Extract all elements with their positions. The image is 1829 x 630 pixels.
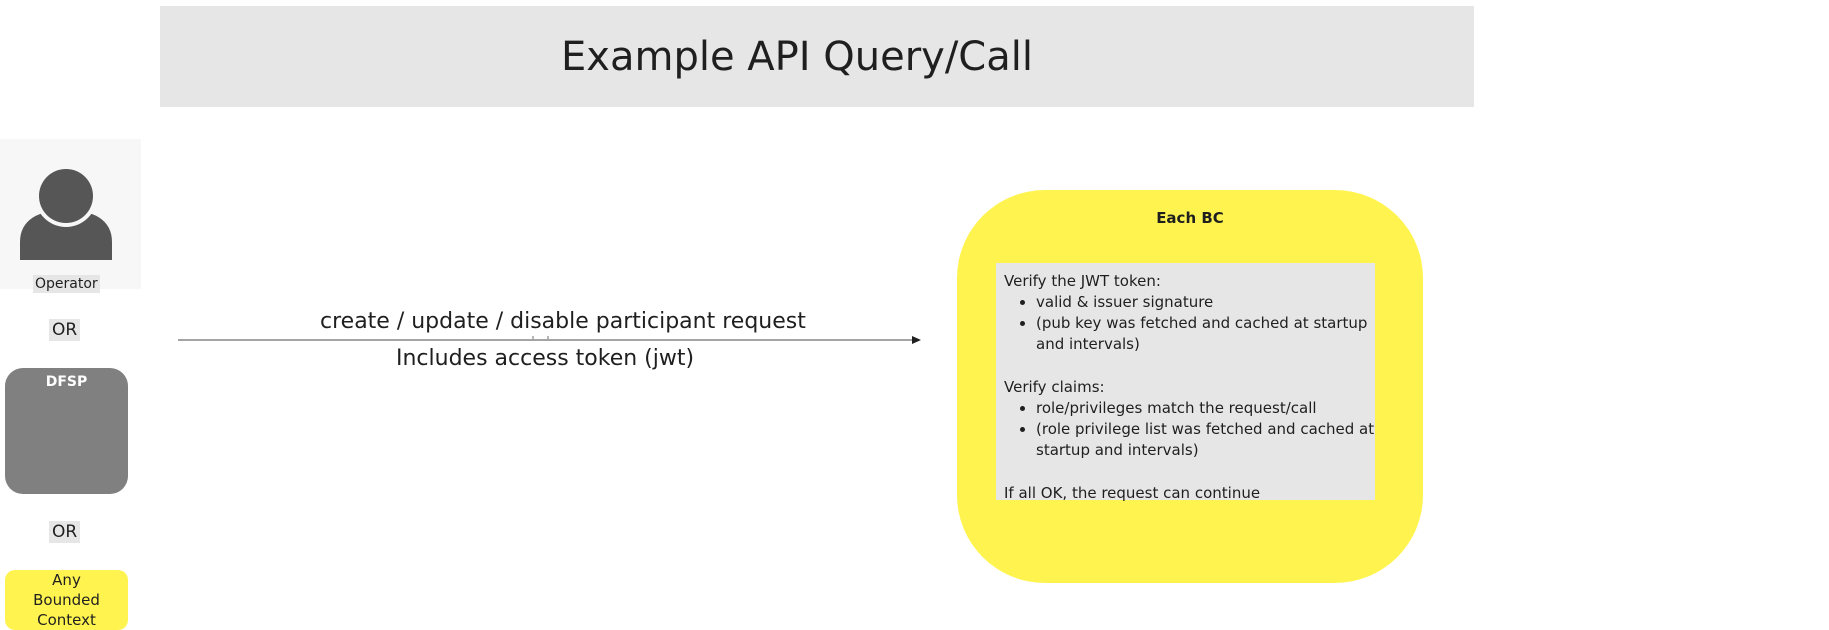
page-title: Example API Query/Call (561, 33, 1033, 80)
verify-token-list: valid & issuer signature (pub key was fe… (1004, 292, 1375, 355)
arrow-label-request: create / update / disable participant re… (320, 309, 806, 334)
or-label: OR (49, 319, 81, 341)
arrow-head (912, 336, 921, 344)
arrow-label-token: Includes access token (jwt) (396, 346, 695, 371)
or-label: OR (49, 521, 81, 543)
list-item: role/privileges match the request/call (1036, 398, 1375, 419)
verify-token-heading: Verify the JWT token: (1004, 272, 1161, 290)
conclusion-text: If all OK, the request can continue (1004, 484, 1261, 502)
dfsp-box: DFSP (5, 368, 128, 494)
person-icon (20, 168, 112, 260)
verify-claims-list: role/privileges match the request/call (… (1004, 398, 1375, 461)
verification-panel: Verify the JWT token: valid & issuer sig… (996, 263, 1375, 502)
list-item: (role privilege list was fetched and cac… (1036, 419, 1375, 461)
request-arrow (178, 336, 921, 344)
any-bounded-context-box: Any Bounded Context (5, 570, 128, 630)
each-bc-title: Each BC (1156, 209, 1224, 227)
list-item: valid & issuer signature (1036, 292, 1375, 313)
operator-label: Operator (33, 275, 100, 293)
verify-claims-heading: Verify claims: (1004, 378, 1105, 396)
list-item: (pub key was fetched and cached at start… (1036, 313, 1375, 355)
any-bounded-context-label: Any Bounded Context (33, 571, 100, 629)
dfsp-label: DFSP (45, 374, 88, 390)
title-banner: Example API Query/Call (160, 6, 1474, 107)
each-bc-box: Each BC Verify the JWT token: valid & is… (957, 190, 1423, 583)
